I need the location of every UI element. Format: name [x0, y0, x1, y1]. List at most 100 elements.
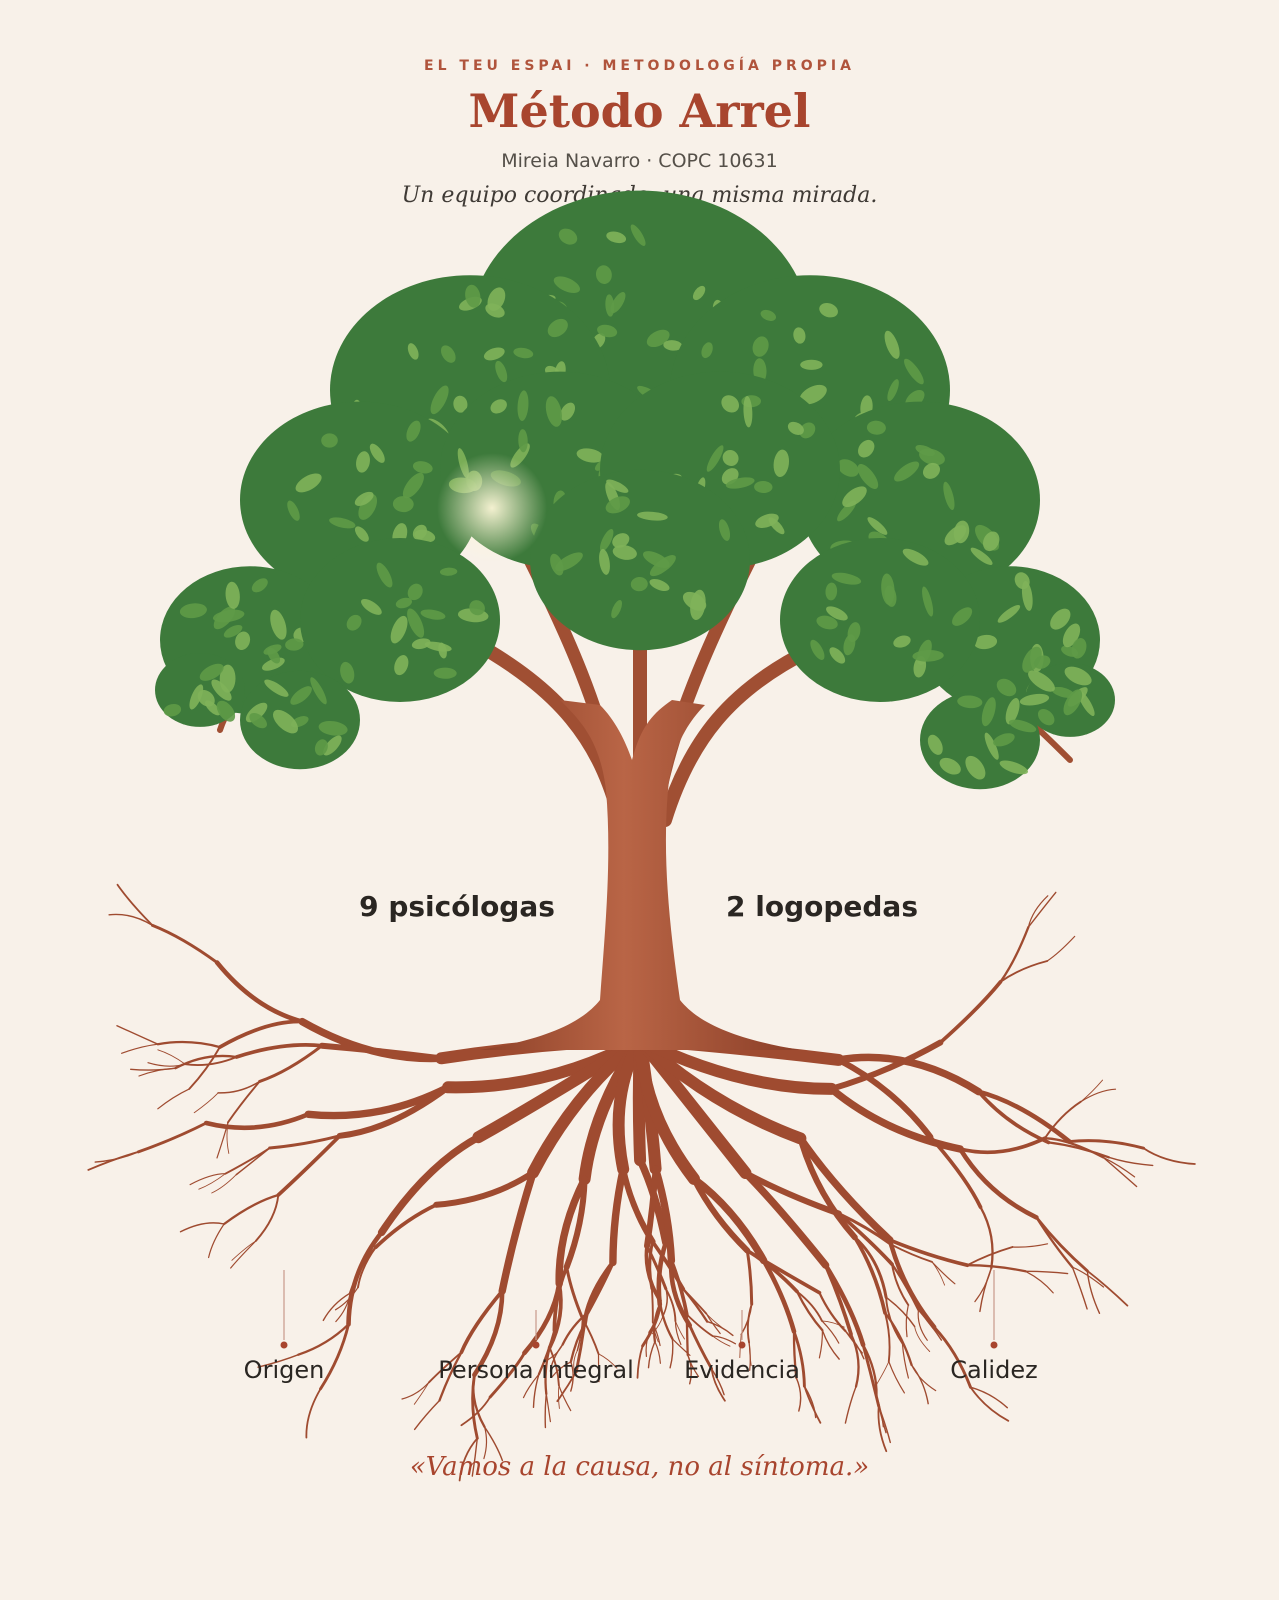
eyebrow-text: EL TEU ESPAI · METODOLOGÍA PROPIA [424, 58, 855, 74]
root-strand [1046, 935, 1076, 962]
root-strand [1047, 1141, 1110, 1159]
root-strand [669, 1338, 674, 1369]
leaf [706, 445, 724, 472]
root-strand [884, 1311, 891, 1363]
root-strand [304, 1083, 452, 1120]
leaf [469, 600, 485, 616]
root-strand [585, 1260, 615, 1315]
leaf [555, 552, 583, 572]
root-strand [217, 1080, 261, 1094]
leaf [407, 583, 423, 601]
root-strand [931, 1261, 946, 1286]
leaf [981, 697, 996, 727]
leaf [407, 343, 419, 360]
leaf [407, 608, 425, 638]
root-strand [488, 1351, 526, 1399]
leaf [321, 433, 338, 448]
root-strand [957, 1146, 1039, 1220]
root-strand [796, 1290, 823, 1322]
root-strand [691, 1175, 751, 1254]
leaf [649, 578, 670, 592]
root-strand [458, 1437, 479, 1482]
leaf [547, 318, 568, 338]
leaf [440, 345, 456, 363]
leaf [829, 647, 846, 664]
root-strand [795, 1377, 802, 1412]
root-strand [710, 1367, 726, 1402]
leaf [773, 449, 790, 478]
leaf [1005, 698, 1020, 725]
leaf [1028, 670, 1055, 692]
root-strand [821, 1320, 845, 1328]
root-strand [674, 1320, 685, 1340]
leaf [394, 655, 409, 676]
root-strand [654, 1341, 661, 1364]
leaf [287, 500, 300, 521]
leaf [263, 644, 282, 655]
leaf [884, 330, 900, 359]
root-strand [254, 1194, 280, 1242]
root-strand [1102, 1156, 1136, 1178]
root-strand [712, 1335, 731, 1347]
root-strand [1011, 1243, 1049, 1248]
root-strand [748, 1342, 752, 1367]
root-strand [792, 1330, 798, 1379]
root-strand [537, 1329, 556, 1376]
leaf [754, 480, 773, 494]
root-strand [460, 1396, 491, 1427]
leaf [902, 548, 929, 566]
leaf [412, 461, 433, 474]
root-strand [761, 1258, 797, 1334]
root-strand [1027, 891, 1057, 928]
leaf [264, 679, 289, 697]
root-strand [573, 1349, 578, 1374]
leaf [857, 464, 879, 489]
root-strand [1071, 1266, 1105, 1288]
root-strand [821, 1329, 840, 1360]
root-strand [108, 913, 154, 927]
author-credential: Mireia Navarro · COPC 10631 [501, 150, 778, 172]
sunlight-glow [437, 453, 547, 563]
leaf [993, 733, 1015, 747]
root-strand [222, 1193, 280, 1226]
leaf [819, 302, 838, 318]
tree-roots [87, 883, 1196, 1482]
root-strand [335, 1292, 351, 1323]
root-strand [558, 1384, 560, 1409]
leaf [843, 634, 856, 656]
leaf [894, 461, 920, 482]
leaf [997, 605, 1021, 623]
leaf [858, 439, 875, 458]
root-strand [1035, 1216, 1074, 1269]
leaf [285, 638, 304, 651]
leaf [346, 614, 362, 631]
root-strand [636, 1345, 644, 1379]
leaf [816, 615, 838, 630]
leaf [692, 285, 706, 301]
leaf [637, 511, 668, 521]
root-strand [116, 1025, 159, 1045]
root-strand [648, 1299, 661, 1334]
root-strand [976, 1089, 1072, 1144]
root-strand [644, 1244, 662, 1303]
root-strand [472, 1288, 505, 1378]
leaf [690, 589, 706, 621]
leaf [606, 479, 629, 493]
root-strand [938, 979, 1003, 1045]
root-strand [861, 1343, 878, 1398]
root-strand [574, 1322, 587, 1374]
leaf [881, 573, 895, 605]
root-strand [745, 1248, 799, 1294]
leaf [318, 720, 348, 736]
leaf [630, 576, 648, 592]
root-strand [1142, 1147, 1196, 1165]
leaf [922, 462, 941, 479]
root-strand [849, 1332, 860, 1388]
leaf [369, 443, 385, 463]
leaf [1014, 572, 1030, 590]
leaf [915, 445, 935, 457]
root-strand [999, 960, 1049, 983]
root-strand [917, 1309, 928, 1341]
leaf [225, 581, 240, 609]
leaf [904, 358, 924, 385]
